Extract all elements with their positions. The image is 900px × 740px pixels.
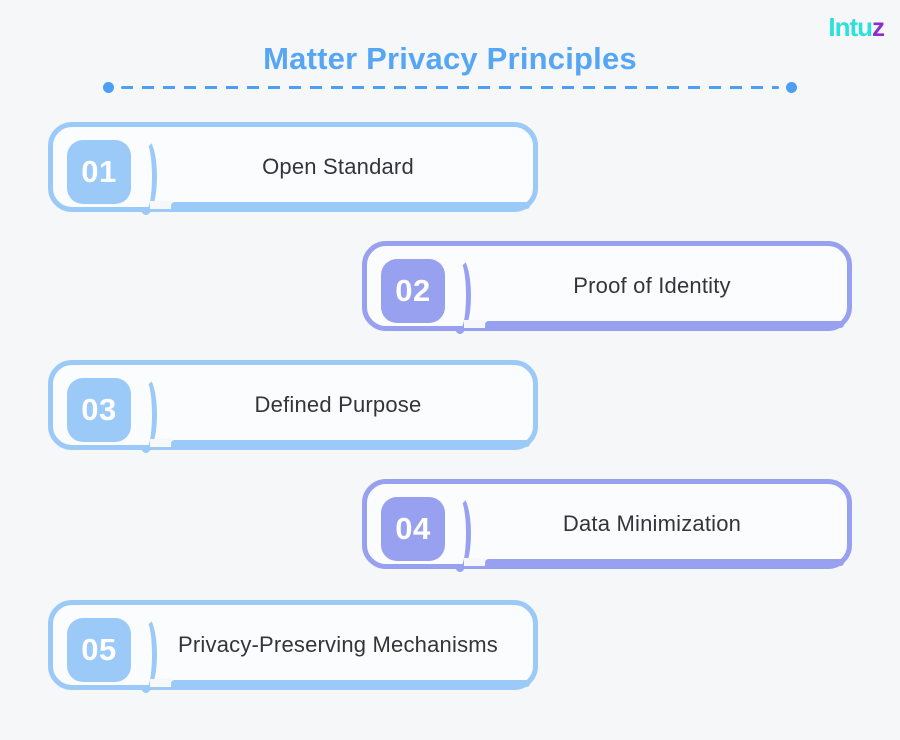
border-gap-decoration bbox=[464, 320, 485, 328]
brand-logo: Intuz bbox=[828, 12, 885, 42]
principle-number-badge: 03 bbox=[67, 378, 131, 442]
principle-card-2: 02 Proof of Identity bbox=[362, 241, 852, 334]
badge-bracket-decoration bbox=[135, 376, 157, 453]
principle-card-5: 05 Privacy-Preserving Mechanisms bbox=[48, 600, 538, 693]
principle-label: Proof of Identity bbox=[573, 273, 731, 298]
principle-card-3: 03 Defined Purpose bbox=[48, 360, 538, 453]
principle-label: Privacy-Preserving Mechanisms bbox=[178, 632, 498, 657]
card-underline-decoration bbox=[485, 321, 844, 328]
principle-number: 03 bbox=[81, 392, 117, 427]
card-underline-decoration bbox=[485, 559, 844, 566]
principle-number: 04 bbox=[395, 511, 431, 546]
principle-number-badge: 02 bbox=[381, 259, 445, 323]
principle-number-badge: 05 bbox=[67, 618, 131, 682]
card-underline-decoration bbox=[171, 680, 530, 687]
principle-number-badge: 04 bbox=[381, 497, 445, 561]
principle-number: 02 bbox=[395, 273, 431, 308]
principle-label: Open Standard bbox=[262, 154, 414, 179]
principle-label: Defined Purpose bbox=[254, 392, 422, 417]
principle-label: Data Minimization bbox=[562, 511, 742, 536]
divider-dot-left bbox=[103, 81, 114, 93]
divider-dot-right bbox=[786, 81, 797, 93]
brand-logo-accent-letter: z bbox=[872, 12, 885, 42]
badge-bracket-decoration bbox=[449, 257, 471, 334]
badge-bracket-decoration bbox=[449, 495, 471, 572]
dashed-divider bbox=[103, 81, 797, 93]
brand-logo-text: Intu bbox=[828, 12, 873, 42]
card-underline-decoration bbox=[171, 202, 530, 209]
card-underline-decoration bbox=[171, 440, 530, 447]
border-gap-decoration bbox=[150, 439, 171, 447]
principle-card-4: 04 Data Minimization bbox=[362, 479, 852, 572]
principle-number-badge: 01 bbox=[67, 140, 131, 204]
divider-dash-line bbox=[121, 85, 779, 89]
border-gap-decoration bbox=[464, 558, 485, 566]
principle-number: 01 bbox=[81, 154, 117, 189]
principle-number: 05 bbox=[81, 632, 117, 667]
border-gap-decoration bbox=[150, 201, 171, 209]
badge-bracket-decoration bbox=[135, 138, 157, 215]
badge-bracket-decoration bbox=[135, 616, 157, 693]
page-title: Matter Privacy Principles bbox=[263, 41, 637, 76]
principle-card-1: 01 Open Standard bbox=[48, 122, 538, 215]
border-gap-decoration bbox=[150, 679, 171, 687]
